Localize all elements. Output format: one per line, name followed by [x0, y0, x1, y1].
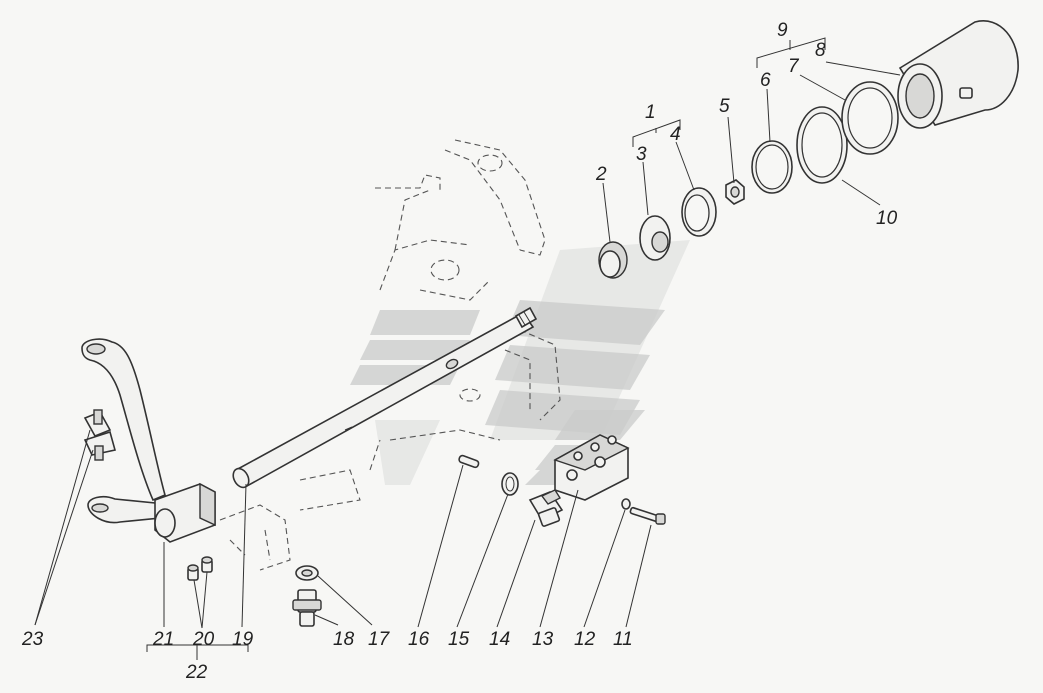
- callout-13: 13: [532, 629, 554, 650]
- callout-14: 14: [489, 629, 510, 650]
- nut: [725, 179, 745, 205]
- leader-lines: [34, 37, 901, 660]
- grease-fittings: [187, 556, 213, 581]
- rings: [751, 81, 899, 194]
- callout-22: 22: [185, 662, 208, 683]
- callout-23: 23: [21, 629, 44, 650]
- callout-11: 11: [613, 629, 633, 650]
- callout-labels: 1 2 3 4 5 6 7 8 9 10 11 12 13 14 15 16 1…: [21, 20, 898, 683]
- washer-and-fitting: [292, 565, 322, 627]
- callout-18: 18: [333, 629, 355, 650]
- callout-6: 6: [760, 70, 771, 91]
- pin: [458, 454, 480, 469]
- callout-2: 2: [595, 164, 607, 185]
- shaft: [232, 306, 538, 489]
- callout-1: 1: [645, 102, 656, 123]
- callout-3: 3: [636, 144, 647, 165]
- cylinder: [897, 20, 1019, 129]
- key-clips: [83, 409, 116, 461]
- callout-5: 5: [719, 96, 730, 117]
- callout-4: 4: [670, 124, 681, 145]
- piston-parts: [598, 187, 717, 279]
- callout-15: 15: [448, 629, 470, 650]
- watermark-logo: [350, 240, 690, 485]
- callout-7: 7: [788, 56, 800, 77]
- housing-ghost-outline: [219, 139, 561, 571]
- callout-10: 10: [876, 208, 898, 229]
- callout-21: 21: [152, 629, 174, 650]
- o-ring: [501, 472, 519, 496]
- callout-20: 20: [192, 629, 215, 650]
- callout-17: 17: [368, 629, 391, 650]
- sensor-switch: [528, 489, 564, 527]
- callout-16: 16: [408, 629, 430, 650]
- callout-9: 9: [777, 20, 788, 41]
- callout-8: 8: [815, 40, 826, 61]
- washer-and-bolt: [621, 498, 666, 525]
- callout-19: 19: [232, 629, 254, 650]
- valve-block: [553, 434, 630, 501]
- callout-12: 12: [574, 629, 596, 650]
- clutch-lever: [81, 338, 216, 543]
